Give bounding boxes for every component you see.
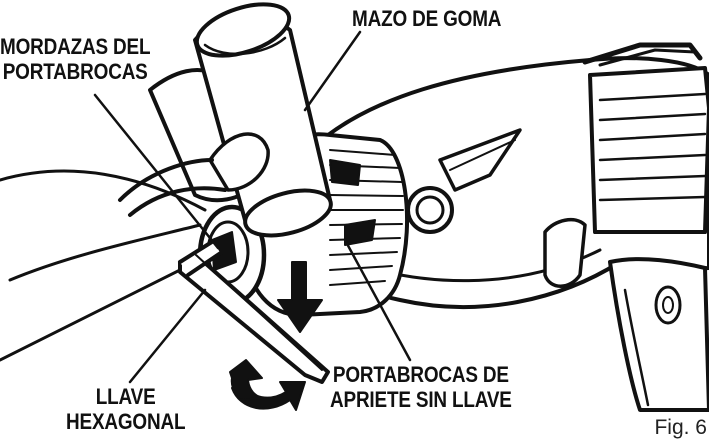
callout-hex-key-line-1: LLAVE xyxy=(95,384,156,409)
leader-lines xyxy=(93,30,412,384)
callout-chuck-jaws: MORDAZAS DEL PORTABROCAS xyxy=(0,34,151,84)
callout-keyless-chuck-line-1: PORTABROCAS DE xyxy=(332,362,509,387)
down-arrow xyxy=(277,261,323,333)
callout-keyless-chuck-line-2: APRIETE SIN LLAVE xyxy=(330,387,512,412)
callout-chuck-jaws-line-1: MORDAZAS DEL xyxy=(0,34,151,59)
callout-mallet: MAZO DE GOMA xyxy=(352,6,501,31)
callout-hex-key: LLAVE HEXAGONAL xyxy=(66,384,186,434)
rotation-arrow xyxy=(229,359,306,411)
callout-keyless-chuck: PORTABROCAS DE APRIETE SIN LLAVE xyxy=(330,362,512,412)
hex-key xyxy=(178,238,330,384)
figure-label: Fig. 6 xyxy=(654,416,707,439)
callout-chuck-jaws-line-2: PORTABROCAS xyxy=(2,59,148,84)
callout-hex-key-line-2: HEXAGONAL xyxy=(66,409,186,434)
background-lines xyxy=(0,169,207,362)
rubber-mallet xyxy=(118,2,333,238)
callout-mallet-line-1: MAZO DE GOMA xyxy=(352,6,502,31)
